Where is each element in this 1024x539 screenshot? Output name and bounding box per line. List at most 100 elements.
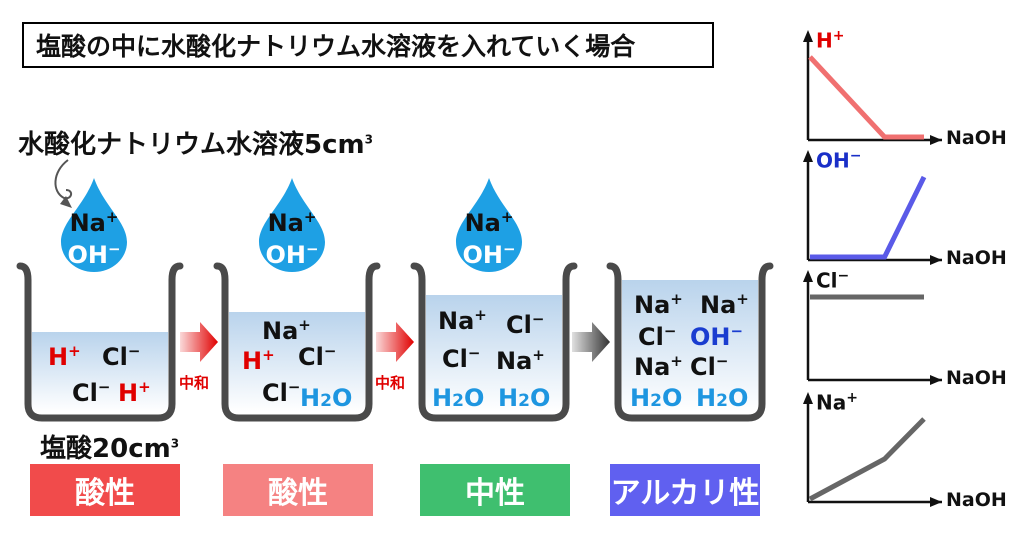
graph-x-label: NaOH (946, 489, 1007, 511)
reaction-arrow-3 (572, 322, 610, 362)
ion-charge: − (663, 322, 677, 340)
solution-label-text: 水酸化ナトリウム水溶液5 (18, 130, 323, 160)
graph-2 (803, 150, 942, 265)
drop-cation-charge: + (303, 208, 317, 226)
arrow-shape (180, 322, 218, 362)
ion-symbol: H2O (300, 384, 353, 412)
graph-4 (803, 392, 942, 507)
ion-charge: − (127, 342, 141, 360)
ion-charge: + (262, 346, 275, 364)
graph-ion-symbol: OH (816, 148, 850, 173)
ion-label: Na+ (496, 346, 545, 375)
ion-symbol: H (242, 347, 263, 375)
graph-ion-symbol: Cl (816, 268, 838, 293)
drop-ions-1: Na+OH− (64, 204, 124, 268)
ion-symbol: H2O (696, 384, 749, 412)
solution-unit-sup: 3 (364, 132, 373, 147)
pointer-curve (54, 159, 72, 200)
beaker-liquid (32, 332, 168, 412)
drop-anion-symbol: OH (67, 241, 108, 269)
ion-label: Na+ (634, 352, 683, 381)
ion-charge: + (670, 352, 683, 370)
drop-anion-symbol: OH (462, 241, 503, 269)
beaker-liquid (426, 295, 562, 412)
drop-ions-3: Na+OH− (459, 204, 519, 268)
ion-charge: + (474, 306, 487, 324)
graph-ion-charge: + (832, 28, 845, 44)
ph-badge-3: 中性 (420, 464, 570, 516)
beaker-unit-sup: 3 (170, 436, 180, 451)
reaction-arrow-1 (180, 322, 218, 362)
ion-charge: − (287, 378, 301, 396)
ion-curve (808, 417, 926, 502)
beaker-label-text: 塩酸20 (40, 434, 129, 464)
x-axis-arrow (930, 255, 942, 265)
drop-anion-charge: − (107, 240, 121, 258)
drop-anion: OH− (262, 236, 322, 268)
ion-symbol: Cl (262, 379, 288, 407)
beaker-unit: cm (128, 434, 171, 464)
ion-charge: − (715, 352, 729, 370)
ion-label: H+ (48, 342, 81, 371)
y-axis-arrow (803, 392, 813, 404)
graph-1 (803, 30, 942, 145)
ion-symbol: Cl (442, 345, 468, 373)
ion-label: H2O (300, 384, 352, 412)
ph-badge-4: アルカリ性 (610, 464, 760, 516)
drop-cation-charge: + (500, 208, 514, 226)
drop-ions-2: Na+OH− (262, 204, 322, 268)
drop-anion-charge: − (502, 240, 516, 258)
ion-symbol: Na (700, 291, 737, 319)
y-axis-arrow (803, 30, 813, 42)
arrow-label: 中和 (179, 374, 210, 392)
ion-label: Cl− (102, 342, 140, 371)
beaker-glass (16, 262, 184, 422)
x-axis-arrow (930, 497, 942, 507)
ion-charge: + (532, 346, 545, 364)
ion-symbol: OH (690, 323, 731, 351)
beaker-1 (16, 262, 184, 422)
solution-unit: cm (322, 130, 365, 160)
ion-symbol: Cl (72, 379, 98, 407)
graph-ion-label: OH− (816, 148, 861, 173)
title-box: 塩酸の中に水酸化ナトリウム水溶液を入れていく場合 (22, 22, 714, 68)
ion-symbol: Na (262, 317, 299, 345)
ion-label: H2O (498, 384, 550, 412)
beaker-glass (213, 262, 381, 422)
ion-label: Cl− (298, 342, 336, 371)
drop-2 (259, 178, 325, 272)
beaker-2 (213, 262, 381, 422)
graph-x-label: NaOH (946, 127, 1007, 149)
ion-charge: + (736, 290, 749, 308)
drop-anion-symbol: OH (265, 241, 306, 269)
drop-3 (456, 178, 522, 272)
drop-cation-symbol: Na (69, 209, 106, 237)
ion-label: H2O (696, 384, 748, 412)
arrow-label: 中和 (375, 374, 406, 392)
ion-label: Cl− (506, 310, 544, 339)
ion-label: H2O (630, 384, 682, 412)
page-title: 塩酸の中に水酸化ナトリウム水溶液を入れていく場合 (36, 32, 636, 61)
ion-label: H2O (432, 384, 484, 412)
x-axis-arrow (930, 375, 942, 385)
beaker-glass (606, 262, 774, 422)
ion-label: Cl− (690, 352, 728, 381)
ion-charge: − (97, 378, 111, 396)
graph-ion-charge: + (846, 390, 858, 406)
ion-symbol: Cl (638, 323, 664, 351)
ph-badge-2: 酸性 (223, 464, 373, 516)
graph-x-label: NaOH (946, 247, 1007, 269)
drop-cation: Na+ (262, 204, 322, 236)
ion-charge: + (68, 342, 81, 360)
ion-charge: − (323, 342, 337, 360)
drop-anion: OH− (64, 236, 124, 268)
ion-symbol: Na (634, 291, 671, 319)
ion-charge: − (531, 310, 545, 328)
ion-symbol: H2O (630, 384, 683, 412)
ion-graphs (803, 30, 942, 507)
graph-ion-charge: − (849, 148, 862, 164)
graph-3 (803, 270, 942, 385)
ion-label: Na+ (634, 290, 683, 319)
graph-ion-label: Cl− (816, 268, 849, 293)
ion-charge: + (670, 290, 683, 308)
